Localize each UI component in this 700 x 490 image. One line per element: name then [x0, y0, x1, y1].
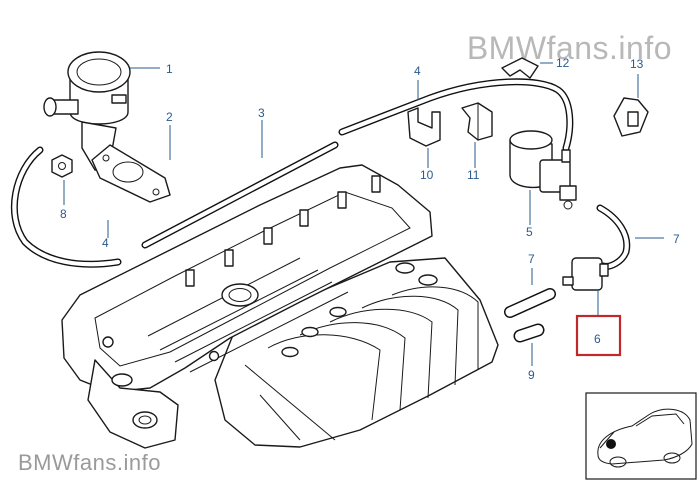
vehicle-locator-inset — [585, 392, 697, 480]
callout-11: 11 — [467, 168, 480, 182]
callout-7b: 7 — [528, 252, 535, 266]
callout-5: 5 — [526, 225, 533, 239]
callout-10: 10 — [420, 168, 434, 182]
callout-2: 2 — [166, 110, 173, 124]
callout-3: 3 — [258, 106, 265, 120]
watermark-top: BMWfans.info — [466, 30, 672, 66]
highlight-box — [575, 314, 622, 357]
vacuum-hose-lower-right — [596, 204, 631, 270]
vacuum-hose-left — [10, 146, 122, 268]
gasket — [91, 144, 171, 203]
pressure-converter — [509, 130, 577, 210]
watermark-bottom: BMWfans.info — [18, 450, 161, 475]
vacuum-hose-upper-right — [338, 78, 574, 152]
hose-bracket — [407, 107, 441, 147]
vacuum-filter — [562, 257, 609, 291]
callout-9: 9 — [528, 368, 535, 382]
callout-7a: 7 — [673, 232, 680, 246]
callout-6: 6 — [594, 332, 601, 346]
vacuum-hose-long — [141, 141, 339, 249]
callout-4b: 4 — [102, 236, 109, 250]
engine-cover-assembly — [61, 164, 499, 449]
hose-piece — [504, 288, 556, 318]
callout-12: 12 — [556, 56, 570, 70]
holder-clip — [501, 57, 539, 79]
hose-sleeve — [513, 323, 545, 343]
hex-nut — [51, 154, 73, 178]
callout-8: 8 — [60, 207, 67, 221]
callout-1: 1 — [166, 62, 173, 76]
callout-4a: 4 — [414, 64, 421, 78]
hose-clip — [461, 102, 493, 141]
callout-13: 13 — [630, 57, 644, 71]
grommet-holder — [613, 97, 649, 137]
